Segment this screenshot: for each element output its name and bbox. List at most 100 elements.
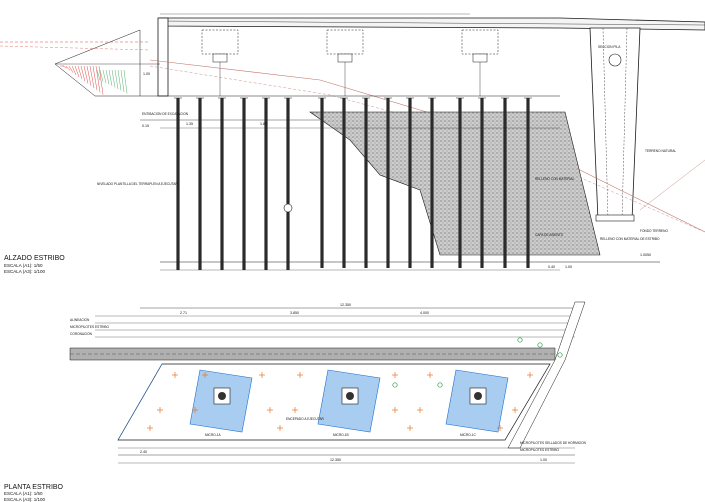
dim-right: 1.00 xyxy=(565,265,572,269)
micropile xyxy=(526,98,530,268)
slope-hatch-green xyxy=(123,69,128,94)
bearing-pad xyxy=(472,53,488,63)
dim-left: 0.15 xyxy=(142,124,149,128)
pile-marker-group xyxy=(147,372,533,431)
bearing-box xyxy=(461,29,499,55)
plan-title: PLANTA ESTRIBO xyxy=(4,484,64,491)
cap-label-3: MICRO-1C xyxy=(460,433,476,437)
cap-label-1: MICRO-1A xyxy=(205,433,221,437)
slope-hatch-red xyxy=(77,65,83,80)
micropile xyxy=(386,98,390,268)
slope-hatch-green xyxy=(99,69,104,82)
slope-hatch-green xyxy=(108,69,113,87)
pile-cap-label: ENCEPADO A EJECUTAR xyxy=(286,417,324,421)
pile-cap-group xyxy=(189,369,509,433)
green-marker xyxy=(537,342,543,348)
micropile xyxy=(503,98,507,268)
slope-hatch-red xyxy=(71,65,77,75)
plan-dim-seg-c: 4.000 xyxy=(420,311,429,315)
micropile xyxy=(198,98,202,270)
slope-hatch-red xyxy=(68,65,74,73)
plan-row-2: MICROPILOTES ESTRIBO xyxy=(70,325,109,329)
plan-scale-sheet: ESCALA (A3): 1/100 xyxy=(4,497,46,502)
micropile xyxy=(320,98,324,268)
slope-hatch-green xyxy=(105,69,110,85)
plan-dim-seg-b: 3.850 xyxy=(290,311,299,315)
plan-row-3: CORONACION xyxy=(70,332,93,336)
lower-note: RELLENO CON MATERIAL DE ESTRIBO xyxy=(600,237,660,241)
bearing-box xyxy=(326,29,364,55)
micropile-note: MICROPILOTES SELLADOS DE HORMIGON xyxy=(520,441,587,445)
slope-hatch-red xyxy=(89,65,95,89)
plan-dim-overall: 12.350 xyxy=(340,303,351,307)
micropile xyxy=(480,98,484,268)
green-marker-group xyxy=(392,337,563,388)
slope-hatch-green xyxy=(96,69,101,81)
plan-view: 12.350 2.71 3.850 4.000 ALINEACION MICRO… xyxy=(4,301,587,502)
dim-top: 1.00 xyxy=(143,72,150,76)
micropile xyxy=(220,98,224,270)
slope-hatch-green xyxy=(117,69,122,91)
elevation-title: ALZADO ESTRIBO xyxy=(4,255,65,262)
micropile xyxy=(430,98,434,268)
excavation-note: ENTIBACION DE EXCAVACION xyxy=(142,112,189,116)
green-marker xyxy=(557,352,563,358)
slope-hatch-green xyxy=(102,69,107,84)
dim-level-2: 1.80 xyxy=(260,122,267,126)
pile-cap-bolt xyxy=(218,392,226,400)
elevation-scale-sheet: ESCALA (A3): 1/100 xyxy=(4,269,46,274)
plan-dim-right-offset: 1.00 xyxy=(540,458,547,462)
micropile xyxy=(342,98,346,268)
reference-marker xyxy=(283,203,293,213)
slope-hatch-red xyxy=(92,65,98,91)
ground-note: FONDO TERRENO xyxy=(640,229,668,233)
dim-bottom: 0.40 xyxy=(548,265,555,269)
green-marker xyxy=(392,382,398,388)
terrain-note: TERRENO NATURAL xyxy=(645,149,676,153)
slope-hatch-red xyxy=(62,65,68,69)
plan-scale-unit: ESCALA (A1): 1/50 xyxy=(4,491,43,496)
dim-level-1: 1.35 xyxy=(186,122,193,126)
pile-cap-bolt xyxy=(346,392,354,400)
micropile xyxy=(458,98,462,268)
elevation-view: ALZADO ESTRIBO ESCALA (A1): 1/50 ESCALA … xyxy=(0,13,705,274)
pier-note: SECCION PILA xyxy=(598,45,621,49)
micropile-group xyxy=(174,97,532,270)
bearing-pad xyxy=(337,53,353,63)
embankment-slope xyxy=(0,29,160,97)
cap-label-2: MICRO-1B xyxy=(333,433,349,437)
slope-hatch-red xyxy=(98,65,104,95)
foundation-note: CAPA DE ASIENTO xyxy=(535,233,564,237)
green-marker xyxy=(517,337,523,343)
slope-hatch-red xyxy=(65,65,71,71)
slope-hatch-red xyxy=(83,65,89,84)
slope-hatch-green xyxy=(111,69,116,88)
micropile xyxy=(176,98,180,270)
green-marker xyxy=(437,382,443,388)
pier-section xyxy=(589,27,641,222)
plan-row-1: ALINEACION xyxy=(70,318,90,322)
slope-hatch-green xyxy=(114,69,119,90)
bearing-pad xyxy=(212,53,228,63)
micropile-note-2: MICROPILOTES ESTRIBO xyxy=(520,448,559,452)
dim-base-level: 1.0050 xyxy=(640,253,651,257)
bearing-box xyxy=(201,29,239,55)
micropile xyxy=(242,98,246,270)
slope-hatch-red xyxy=(80,65,86,82)
micropile xyxy=(264,98,268,270)
micropile xyxy=(364,98,368,268)
pile-group-note: NIVELADO PLANTILLA DEL TERRAPLEN A EJECU… xyxy=(97,182,178,186)
pile-cap-bolt xyxy=(474,392,482,400)
abutment-wall xyxy=(157,17,169,97)
slope-hatch-red xyxy=(74,65,80,78)
slope-hatch-red xyxy=(95,65,101,93)
micropile xyxy=(286,98,290,270)
slope-hatch-green xyxy=(120,69,125,93)
elevation-scale-unit: ESCALA (A1): 1/50 xyxy=(4,263,43,268)
plan-dim-left-offset: 2.40 xyxy=(140,450,147,454)
micropile xyxy=(408,98,412,268)
slope-hatch-red xyxy=(86,65,92,86)
plan-dim-seg-a: 2.71 xyxy=(180,311,187,315)
bearing-group xyxy=(201,29,499,96)
